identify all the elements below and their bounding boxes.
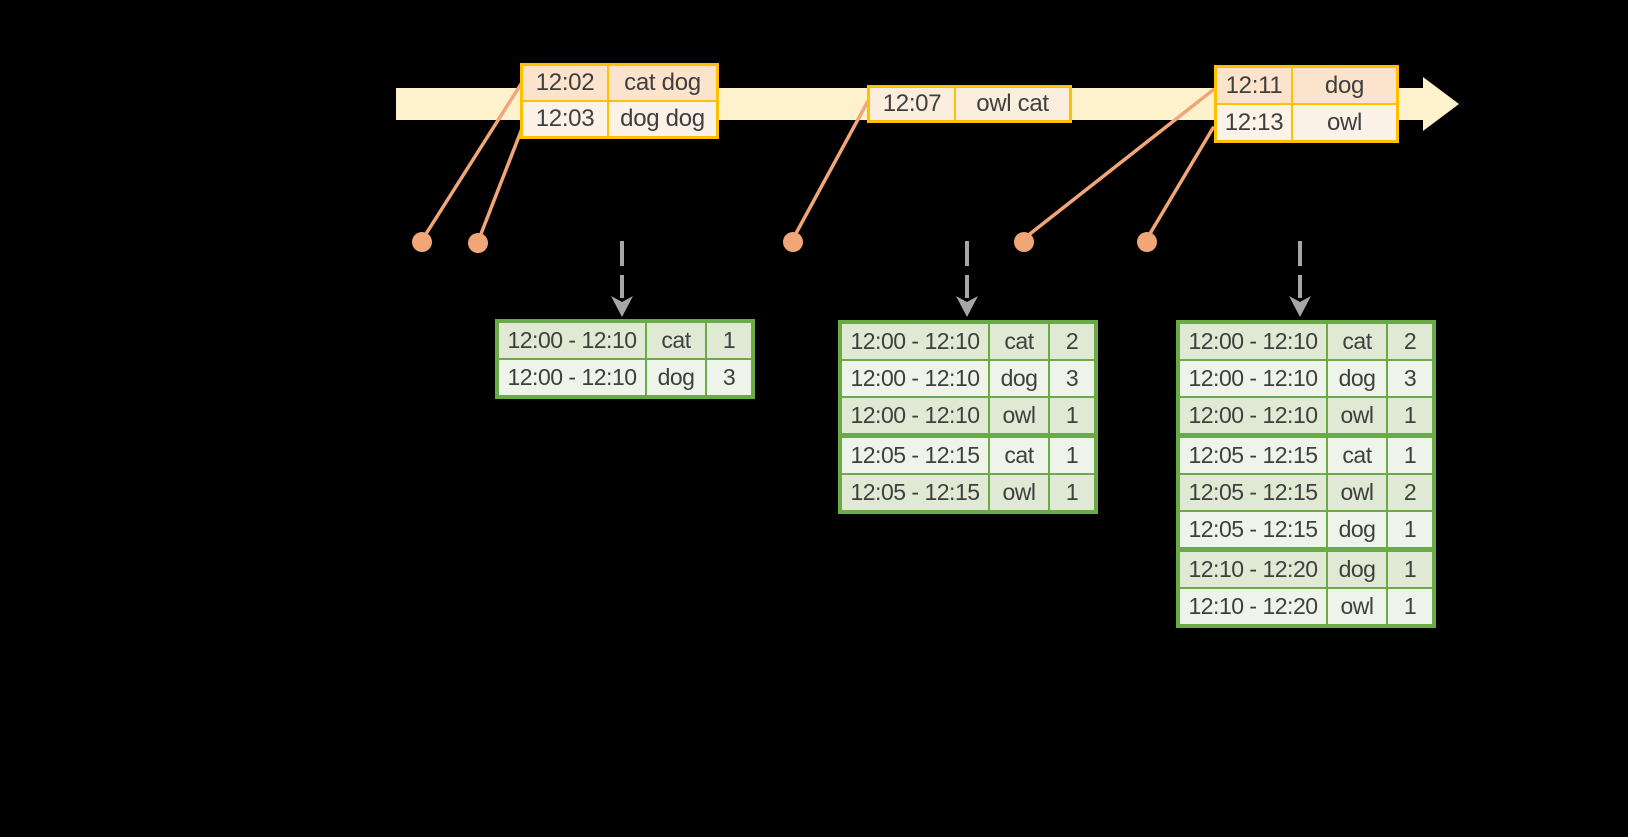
event-time-dot — [468, 233, 488, 253]
count-cell: 1 — [1388, 512, 1432, 547]
window-cell: 12:05 - 12:15 — [1180, 512, 1326, 547]
word-cell: dog — [1328, 512, 1386, 547]
event-words-cell: owl cat — [956, 88, 1069, 120]
count-cell: 1 — [1388, 438, 1432, 473]
window-cell: 12:00 - 12:10 — [842, 361, 988, 396]
event-connector-line — [1146, 126, 1215, 239]
event-time-cell: 12:07 — [870, 88, 954, 120]
event-time-cell: 12:13 — [1217, 105, 1291, 140]
count-cell: 1 — [1050, 438, 1094, 473]
event-time-cell: 12:02 — [523, 66, 607, 100]
window-cell: 12:00 - 12:10 — [499, 360, 645, 395]
window-cell: 12:00 - 12:10 — [1180, 398, 1326, 433]
window-cell: 12:05 - 12:15 — [1180, 438, 1326, 473]
word-cell: dog — [1328, 361, 1386, 396]
word-cell: owl — [1328, 475, 1386, 510]
word-cell: cat — [990, 324, 1048, 359]
event-words-cell: dog dog — [609, 102, 716, 136]
event-words-cell: owl — [1293, 105, 1396, 140]
window-cell: 12:00 - 12:10 — [842, 398, 988, 433]
event-words-cell: cat dog — [609, 66, 716, 100]
event-connector-line — [477, 124, 525, 241]
count-cell: 1 — [1050, 398, 1094, 433]
trigger-arrow-icon — [611, 241, 633, 317]
word-cell: cat — [990, 438, 1048, 473]
event-time-dot — [1014, 232, 1034, 252]
word-cell: owl — [1328, 589, 1386, 624]
event-connector-line — [792, 99, 870, 239]
count-cell: 3 — [1388, 361, 1432, 396]
event-connector-line — [422, 82, 523, 239]
event-time-dot — [1137, 232, 1157, 252]
trigger-arrow-icon — [1289, 241, 1311, 317]
count-cell: 2 — [1388, 324, 1432, 359]
count-cell: 1 — [1050, 475, 1094, 510]
event-words-cell: dog — [1293, 68, 1396, 103]
word-cell: owl — [990, 398, 1048, 433]
word-cell: dog — [1328, 552, 1386, 587]
count-cell: 1 — [1388, 398, 1432, 433]
word-cell: dog — [647, 360, 705, 395]
word-cell: cat — [1328, 438, 1386, 473]
word-cell: owl — [1328, 398, 1386, 433]
window-cell: 12:10 - 12:20 — [1180, 552, 1326, 587]
window-cell: 12:05 - 12:15 — [842, 475, 988, 510]
timeline-arrowhead-icon — [1423, 77, 1459, 131]
count-cell: 1 — [707, 323, 751, 358]
word-cell: cat — [1328, 324, 1386, 359]
word-cell: cat — [647, 323, 705, 358]
window-cell: 12:00 - 12:10 — [1180, 361, 1326, 396]
count-cell: 3 — [1050, 361, 1094, 396]
window-cell: 12:05 - 12:15 — [842, 438, 988, 473]
word-cell: owl — [990, 475, 1048, 510]
event-time-dot — [783, 232, 803, 252]
window-cell: 12:05 - 12:15 — [1180, 475, 1326, 510]
count-cell: 1 — [1388, 589, 1432, 624]
event-time-cell: 12:11 — [1217, 68, 1291, 103]
window-cell: 12:10 - 12:20 — [1180, 589, 1326, 624]
window-cell: 12:00 - 12:10 — [499, 323, 645, 358]
window-cell: 12:00 - 12:10 — [1180, 324, 1326, 359]
count-cell: 2 — [1050, 324, 1094, 359]
window-cell: 12:00 - 12:10 — [842, 324, 988, 359]
count-cell: 3 — [707, 360, 751, 395]
event-time-dot — [412, 232, 432, 252]
word-cell: dog — [990, 361, 1048, 396]
event-connector-line — [1024, 88, 1215, 239]
trigger-arrow-icon — [956, 241, 978, 317]
count-cell: 1 — [1388, 552, 1432, 587]
event-time-cell: 12:03 — [523, 102, 607, 136]
count-cell: 2 — [1388, 475, 1432, 510]
